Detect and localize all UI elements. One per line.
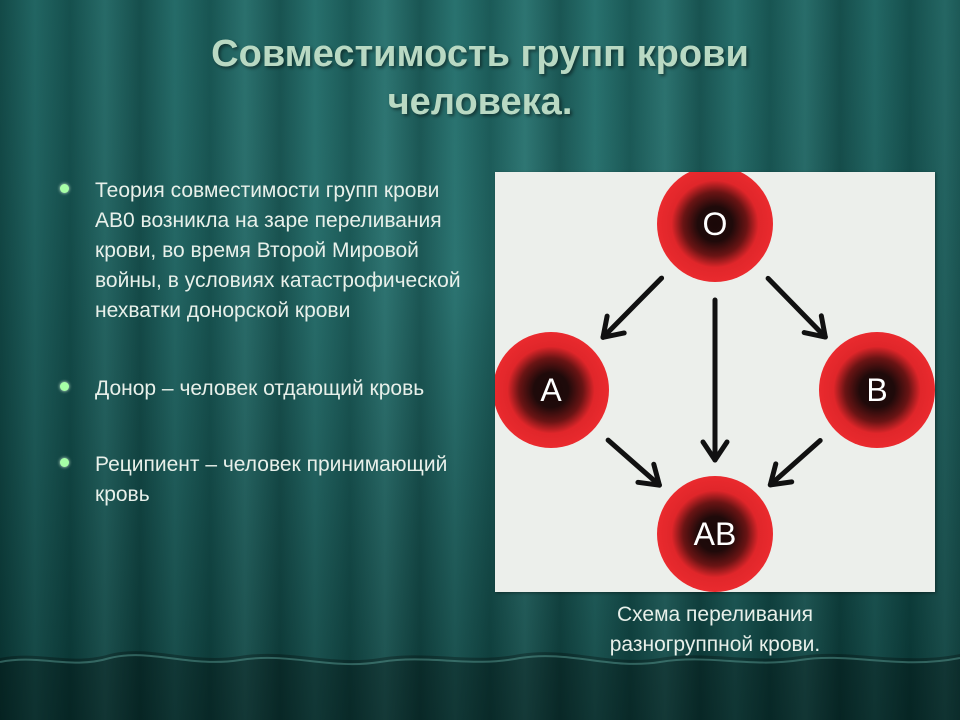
blood-cell-icon: [819, 332, 935, 448]
node-label: O: [703, 206, 728, 242]
node-label: AB: [694, 516, 737, 552]
node-label: B: [866, 372, 887, 408]
blood-cell-icon: [495, 332, 609, 448]
arrow-o-to-a: [600, 275, 665, 340]
caption-line-2: разногруппной крови.: [609, 633, 821, 656]
bullet-text: Реципиент – человек принимающий кровь: [95, 453, 448, 506]
caption-line-1: Схема переливания: [616, 603, 814, 626]
bullet-dot-icon: [60, 382, 69, 391]
node-label: A: [540, 372, 562, 408]
bullet-item-donor: Донор – человек отдающий кровь: [58, 374, 478, 404]
bullet-dot-icon: [60, 184, 69, 193]
bullet-item-theory: Теория совместимости групп крови АВ0 воз…: [58, 176, 478, 326]
node-o: O: [657, 172, 773, 282]
bottom-drape: [0, 651, 960, 720]
node-b: B: [819, 332, 935, 448]
bullet-text: Донор – человек отдающий кровь: [95, 377, 425, 400]
node-a: A: [495, 332, 609, 448]
blood-cell-icon: [657, 172, 773, 282]
slide-title: Совместимость групп крови человека.: [80, 30, 880, 126]
arrow-o-to-ab: [700, 297, 730, 463]
bullet-list: Теория совместимости групп крови АВ0 воз…: [58, 176, 478, 510]
bullet-text: Теория совместимости групп крови АВ0 воз…: [95, 179, 461, 322]
bullet-dot-icon: [60, 458, 69, 467]
bullet-item-recipient: Реципиент – человек принимающий кровь: [58, 450, 478, 510]
title-line-2: человека.: [387, 81, 573, 123]
diagram-caption: Схема переливания разногруппной крови.: [555, 600, 875, 660]
node-ab: AB: [657, 476, 773, 592]
blood-cell-icon: [657, 476, 773, 592]
title-line-1: Совместимость групп крови: [211, 33, 749, 75]
arrow-a-to-ab: [605, 437, 662, 488]
arrow-b-to-ab: [767, 437, 823, 488]
arrow-o-to-b: [765, 275, 828, 340]
